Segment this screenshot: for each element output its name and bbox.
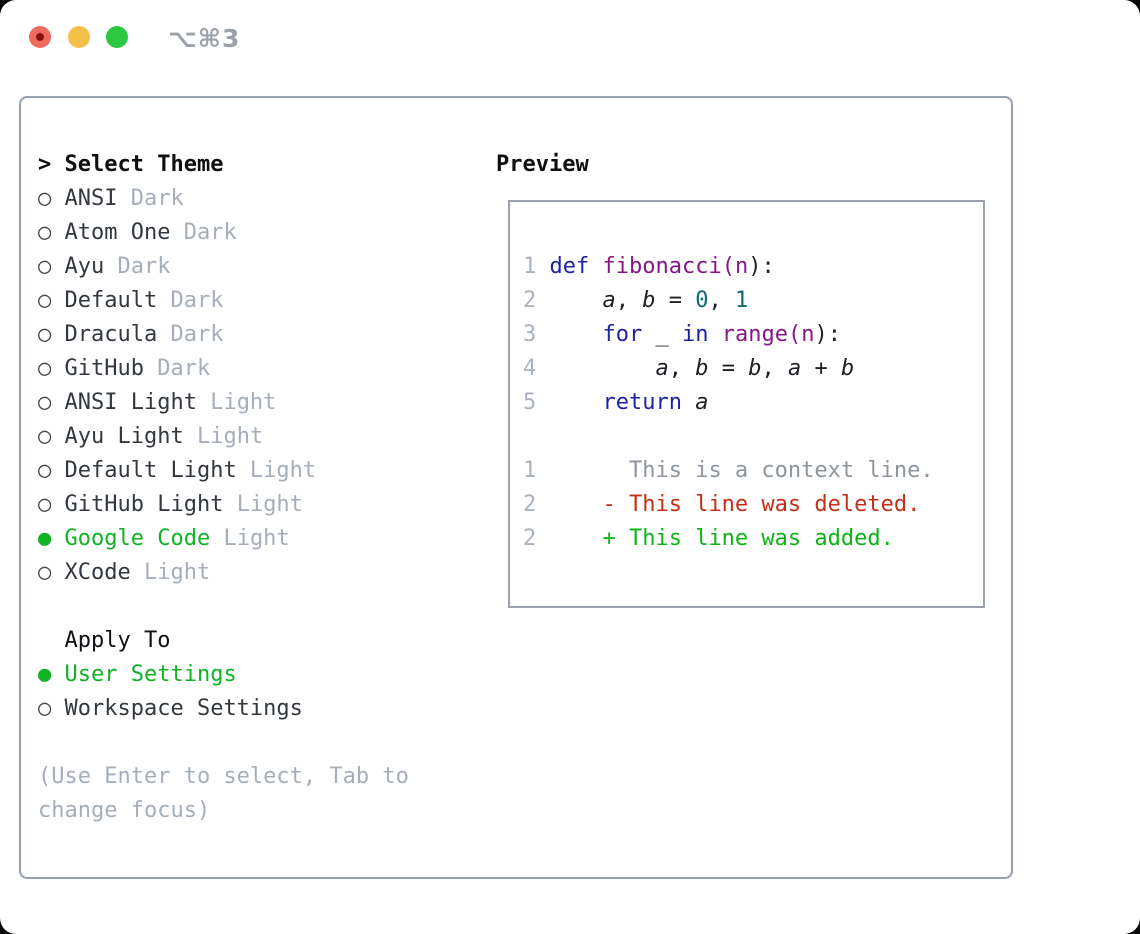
theme-list: > Select Theme ○ ANSI Dark○ Atom One Dar… (38, 148, 316, 590)
theme-item[interactable]: ○ GitHub Light Light (38, 488, 316, 522)
theme-item[interactable]: ○ ANSI Dark (38, 182, 316, 216)
radio-icon: ○ (38, 424, 65, 449)
radio-icon: ○ (38, 186, 65, 211)
option-suffix: Light (210, 526, 290, 551)
option-suffix: Dark (170, 220, 237, 245)
theme-item[interactable]: ○ XCode Light (38, 556, 316, 590)
option-label: XCode (64, 560, 131, 585)
blank-line (523, 420, 983, 454)
line-number: 2 (523, 288, 550, 313)
line-number: 1 (523, 254, 550, 279)
option-suffix: Dark (157, 322, 224, 347)
line-number: 2 (523, 526, 550, 551)
code-line: 3 for _ in range(n): (523, 322, 841, 347)
radio-icon: ○ (38, 220, 65, 245)
option-suffix: Dark (143, 356, 211, 381)
option-suffix: Dark (104, 254, 171, 279)
option-label: GitHub (64, 356, 144, 381)
line-number: 5 (523, 390, 550, 415)
radio-icon: ○ (38, 560, 65, 585)
theme-item[interactable]: ○ ANSI Light Light (38, 386, 316, 420)
radio-icon: ○ (38, 322, 65, 347)
select-theme-header: > Select Theme (38, 148, 316, 182)
radio-icon: ○ (38, 458, 65, 483)
selected-radio-icon: ● (38, 526, 65, 551)
option-label: ANSI Light (64, 390, 197, 415)
apply-to-header: Apply To (38, 624, 303, 658)
code-line: 2 a, b = 0, 1 (523, 288, 749, 313)
apply-to-section: Apply To ● User Settings○ Workspace Sett… (38, 624, 303, 726)
option-label: Default (64, 288, 158, 313)
minimize-button[interactable] (68, 26, 90, 48)
option-label: Ayu (64, 254, 105, 279)
code-line: 1 def fibonacci(n): (523, 254, 775, 279)
line-number: 3 (523, 322, 550, 347)
code-line: 5 return a (523, 390, 709, 415)
option-label: GitHub Light (64, 492, 224, 517)
theme-item[interactable]: ○ Atom One Dark (38, 216, 316, 250)
option-suffix: Light (130, 560, 211, 585)
selected-radio-icon: ● (38, 662, 65, 687)
select-theme-label: Select Theme (64, 152, 224, 177)
radio-icon: ○ (38, 492, 65, 517)
radio-icon: ○ (38, 288, 65, 313)
theme-item[interactable]: ○ Ayu Light Light (38, 420, 316, 454)
close-button[interactable] (29, 26, 51, 48)
option-label: Workspace Settings (64, 696, 303, 721)
theme-item[interactable]: ○ Ayu Dark (38, 250, 316, 284)
option-suffix: Light (196, 390, 277, 415)
apply-to-option[interactable]: ○ Workspace Settings (38, 692, 303, 726)
option-suffix: Dark (157, 288, 224, 313)
theme-item[interactable]: ○ Dracula Dark (38, 318, 316, 352)
theme-item[interactable]: ○ GitHub Dark (38, 352, 316, 386)
diff-line-deleted: 2 - This line was deleted. (523, 492, 921, 517)
option-label: Ayu Light (64, 424, 184, 449)
option-suffix: Light (236, 458, 317, 483)
code-preview: 1 def fibonacci(n): 2 a, b = 0, 1 3 for _ … (510, 202, 983, 556)
preview-header: Preview (496, 152, 589, 177)
option-label: User Settings (64, 662, 237, 687)
close-button-dot-icon (36, 33, 44, 41)
window-title: ⌥⌘3 (168, 24, 241, 53)
diff-line-added: 2 + This line was added. (523, 526, 894, 551)
option-label: Dracula (64, 322, 158, 347)
line-number: 4 (523, 356, 550, 381)
option-suffix: Light (183, 424, 264, 449)
hint-line-1: (Use Enter to select, Tab to (38, 764, 409, 789)
option-label: ANSI (64, 186, 118, 211)
diff-line-context: 1 This is a context line. (523, 458, 934, 483)
option-label: Google Code (64, 526, 211, 551)
hint-line-2: change focus) (38, 798, 211, 823)
theme-item[interactable]: ● Google Code Light (38, 522, 316, 556)
theme-item[interactable]: ○ Default Dark (38, 284, 316, 318)
focus-caret-icon: > (38, 152, 52, 177)
code-line: 4 a, b = b, a + b (523, 356, 855, 381)
theme-item[interactable]: ○ Default Light Light (38, 454, 316, 488)
radio-icon: ○ (38, 356, 65, 381)
radio-icon: ○ (38, 254, 65, 279)
preview-box: 1 def fibonacci(n): 2 a, b = 0, 1 3 for _ … (508, 200, 985, 608)
line-number: 1 (523, 458, 550, 483)
option-label: Atom One (64, 220, 171, 245)
option-suffix: Dark (117, 186, 184, 211)
radio-icon: ○ (38, 696, 65, 721)
zoom-button[interactable] (106, 26, 128, 48)
apply-to-option[interactable]: ● User Settings (38, 658, 303, 692)
line-number: 2 (523, 492, 550, 517)
option-label: Default Light (64, 458, 237, 483)
hint-text: (Use Enter to select, Tab to change focu… (38, 760, 409, 828)
apply-to-label: Apply To (64, 628, 171, 653)
radio-icon: ○ (38, 390, 65, 415)
option-suffix: Light (223, 492, 303, 517)
